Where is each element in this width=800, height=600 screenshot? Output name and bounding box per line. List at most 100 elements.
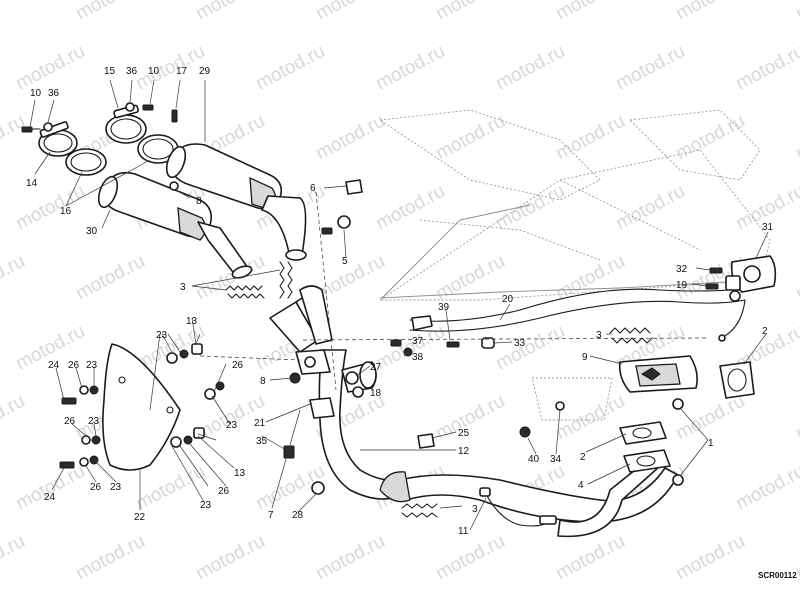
watermark-text: motod.ru	[72, 251, 148, 305]
callout-10: 10	[30, 88, 42, 99]
callout-36: 36	[126, 66, 138, 77]
clamp-14	[38, 121, 78, 157]
watermark-text: motod.ru	[0, 391, 29, 445]
watermark-text: motod.ru	[612, 181, 688, 235]
callout-23: 23	[88, 416, 100, 427]
watermark-text: motod.ru	[672, 531, 748, 585]
callout-2: 2	[580, 452, 586, 463]
callout-24: 24	[48, 360, 60, 371]
callout-30: 30	[86, 226, 98, 237]
nut-36-right	[125, 102, 135, 112]
callout-23: 23	[226, 420, 238, 431]
nut-1-lower	[672, 474, 684, 486]
watermark-text: motod.ru	[792, 251, 800, 305]
callout-18: 18	[370, 388, 382, 399]
callout-40: 40	[528, 454, 540, 465]
callout-34: 34	[550, 454, 562, 465]
callout-labels: 10 36 15 36 10 17 29 14 16 30 8 6 5 3 31…	[26, 66, 774, 537]
shield-hardware-left	[59, 385, 101, 469]
heat-shield-22	[102, 343, 181, 471]
watermark-text: motod.ru	[72, 0, 148, 24]
callout-26: 26	[90, 482, 102, 493]
spring-3-mid	[279, 261, 293, 299]
bracket-21	[295, 349, 335, 419]
callout-27: 27	[370, 362, 382, 373]
watermark-text: motod.ru	[432, 251, 508, 305]
spring-3-left	[225, 285, 265, 299]
callout-3: 3	[596, 330, 602, 341]
grommet-28	[311, 481, 325, 495]
watermark-text: motod.ru	[792, 391, 800, 445]
clamp-16a	[65, 148, 107, 176]
watermark-text: motod.ru	[252, 41, 328, 95]
callout-25: 25	[458, 428, 470, 439]
callout-26: 26	[64, 416, 76, 427]
watermark-text: motod.ru	[132, 41, 208, 95]
screw-10-left	[21, 126, 41, 133]
callout-23: 23	[156, 330, 168, 341]
callout-1: 1	[708, 438, 714, 449]
callout-9: 9	[582, 352, 588, 363]
callout-8: 8	[260, 376, 266, 387]
callout-6: 6	[310, 183, 316, 194]
silencer-30	[97, 171, 253, 279]
watermark-text: motod.ru	[552, 111, 628, 165]
callout-26: 26	[218, 486, 230, 497]
watermark-text: motod.ru	[792, 111, 800, 165]
callout-35: 35	[256, 436, 268, 447]
watermark-text: motod.ru	[672, 0, 748, 24]
screw-19	[705, 283, 719, 290]
callout-3: 3	[472, 504, 478, 515]
watermark-text: motod.ru	[12, 41, 88, 95]
watermark-text: motod.ru	[552, 531, 628, 585]
callout-12: 12	[458, 446, 470, 457]
watermark-text: motod.ru	[372, 41, 448, 95]
screw-10-right	[142, 104, 154, 111]
watermark-text: motod.ru	[312, 0, 388, 24]
callout-19: 19	[676, 280, 688, 291]
watermark-text: motod.ru	[432, 0, 508, 24]
watermark-text: motod.ru	[432, 531, 508, 585]
callout-39: 39	[438, 302, 450, 313]
watermark-text: motod.ru	[192, 531, 268, 585]
callout-3: 3	[180, 282, 186, 293]
watermark-text: motod.ru	[0, 531, 29, 585]
clamp-18	[352, 386, 364, 398]
callout-15: 15	[104, 66, 116, 77]
callout-36: 36	[48, 88, 60, 99]
watermark-text: motod.ru	[552, 0, 628, 24]
nut-40	[519, 426, 531, 438]
watermark-text: motod.ru	[432, 391, 508, 445]
watermark-text: motod.ru	[432, 111, 508, 165]
callout-2: 2	[762, 326, 768, 337]
watermark-text: motod.ru	[0, 0, 29, 24]
callout-28: 28	[292, 510, 304, 521]
callout-8: 8	[196, 196, 202, 207]
callout-26: 26	[232, 360, 244, 371]
watermark-text: motod.ru	[492, 321, 568, 375]
watermark-text: motod.ru	[492, 181, 568, 235]
watermark-text: motod.ru	[0, 111, 29, 165]
nut-38	[403, 347, 413, 357]
callout-17: 17	[176, 66, 188, 77]
leader-lines	[29, 79, 769, 531]
bolt-25	[417, 433, 435, 449]
watermark-text: motod.ru	[732, 461, 800, 515]
clamp-27	[345, 371, 359, 385]
silencer-29	[165, 143, 307, 261]
callout-16: 16	[60, 206, 72, 217]
flange-2-left	[619, 421, 667, 445]
callout-33: 33	[514, 338, 526, 349]
callout-4: 4	[578, 480, 584, 491]
callout-13: 13	[186, 316, 198, 327]
watermark-text: motod.ru	[312, 531, 388, 585]
callout-31: 31	[762, 222, 774, 233]
bolt-37	[390, 339, 402, 347]
callout-38: 38	[412, 352, 424, 363]
callout-37: 37	[412, 336, 424, 347]
oxygen-sensor-11	[479, 487, 557, 527]
callout-22: 22	[134, 512, 146, 523]
callout-13: 13	[234, 468, 246, 479]
